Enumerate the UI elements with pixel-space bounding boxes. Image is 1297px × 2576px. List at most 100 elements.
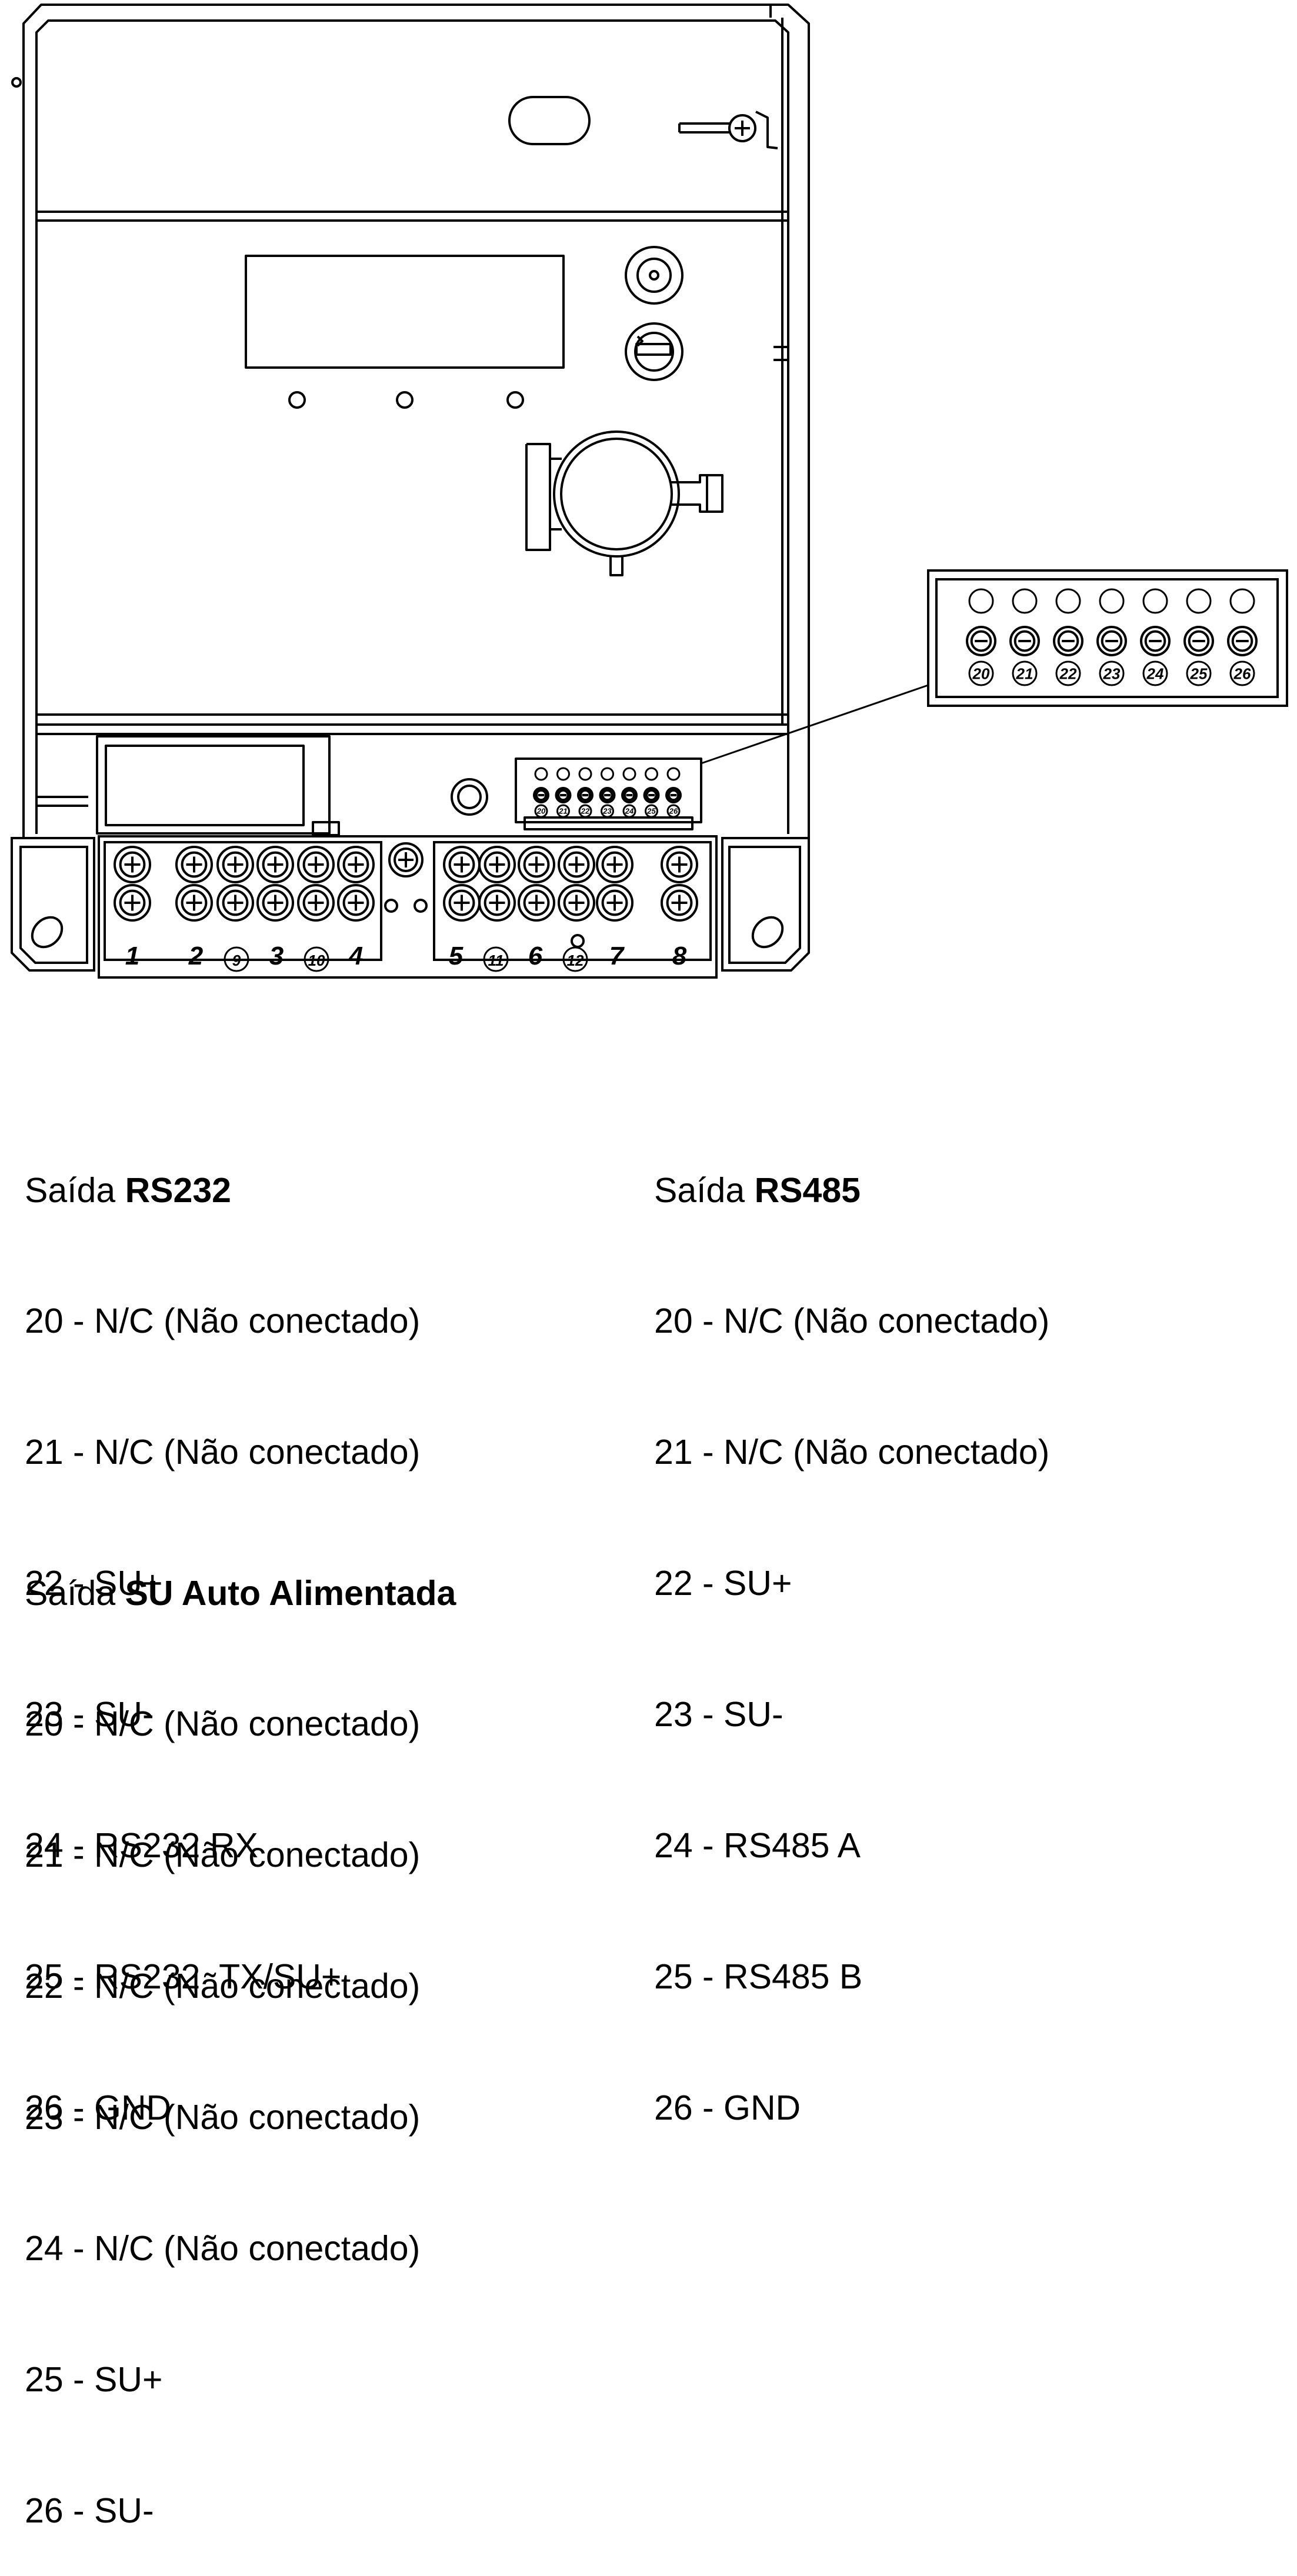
housing-inner-edge bbox=[35, 19, 789, 834]
terminal-screw-icon bbox=[256, 884, 294, 922]
corner-screw bbox=[11, 77, 22, 88]
wire-hole bbox=[622, 767, 636, 781]
terminal-number-ring bbox=[304, 946, 329, 972]
lcd-display bbox=[245, 255, 565, 369]
terminal-number: 12 bbox=[567, 952, 584, 969]
terminal-screw-icon bbox=[1053, 626, 1083, 656]
ground-screw-icon bbox=[388, 842, 424, 877]
terminal-number: 4 bbox=[348, 942, 363, 970]
wire-hole bbox=[601, 767, 614, 781]
terminal-screw-icon bbox=[555, 787, 572, 803]
optical-port bbox=[525, 431, 723, 576]
pin-line: 22 - SU+ bbox=[25, 1564, 163, 1603]
wire-hole bbox=[1012, 588, 1038, 614]
terminal-number-ring bbox=[224, 946, 249, 972]
terminal-screw-icon bbox=[114, 846, 151, 883]
pin-line: 22 - SU+ bbox=[654, 1564, 792, 1603]
terminal-number-ring bbox=[1099, 660, 1125, 686]
seal-screw-icon bbox=[678, 111, 778, 149]
wire-hole bbox=[666, 767, 681, 781]
terminal-number-ring bbox=[1229, 660, 1255, 686]
terminal-number-ring bbox=[578, 804, 592, 818]
pin-line: 25 - SU+ bbox=[25, 2360, 163, 2399]
terminal-screw-icon bbox=[1140, 626, 1171, 656]
pin-line: 20 - N/C (Não conectado) bbox=[25, 1302, 421, 1341]
terminal-screw-icon bbox=[533, 787, 549, 803]
terminal-screw-icon bbox=[599, 787, 616, 803]
label-plate bbox=[96, 735, 331, 835]
terminal-block bbox=[98, 835, 718, 979]
section-su-auto: Saída SU Auto Alimentada 20 - N/C (Não c… bbox=[25, 1484, 456, 2576]
terminal-number: 20 bbox=[536, 807, 546, 816]
terminal-number-ring bbox=[1012, 660, 1038, 686]
pin-line: 21 - N/C (Não conectado) bbox=[654, 1433, 1050, 1472]
terminal-screw-icon bbox=[1009, 626, 1040, 656]
wire-hole bbox=[1142, 588, 1168, 614]
terminal-number: 2 bbox=[188, 942, 204, 970]
terminal-number: 10 bbox=[308, 952, 325, 969]
meter-housing bbox=[22, 4, 810, 838]
terminal-screw-icon bbox=[216, 846, 254, 883]
terminal-number-ring bbox=[601, 804, 614, 818]
terminal-screw-icon bbox=[577, 787, 594, 803]
terminal-screw-icon bbox=[596, 846, 634, 883]
terminal-screw-icon bbox=[443, 846, 481, 883]
terminal-number: 5 bbox=[449, 942, 464, 970]
terminal-number-ring bbox=[1142, 660, 1168, 686]
button-scroll-icon bbox=[625, 246, 683, 305]
pin-line: 24 - RS485 A bbox=[654, 1826, 861, 1866]
terminal-number: 25 bbox=[1190, 665, 1208, 682]
terminal-number: 23 bbox=[602, 807, 612, 816]
button-reset-icon bbox=[625, 322, 683, 381]
terminal-screw-icon bbox=[443, 884, 481, 922]
wire-hole bbox=[645, 767, 658, 781]
terminal-number: 22 bbox=[1059, 665, 1077, 682]
terminal-number: 23 bbox=[1103, 665, 1121, 682]
terminal-screw-icon bbox=[661, 884, 698, 922]
wire-hole bbox=[1099, 588, 1125, 614]
terminal-number-ring bbox=[556, 804, 570, 818]
wire-hole bbox=[968, 588, 994, 614]
wire-hole bbox=[534, 767, 548, 781]
led-indicator bbox=[396, 391, 414, 409]
terminal-number: 21 bbox=[1016, 665, 1033, 682]
pin-line: 23 - N/C (Não conectado) bbox=[25, 2098, 421, 2137]
pin-line: 22 - N/C (Não conectado) bbox=[25, 1967, 421, 2006]
pin-line: 23 - SU- bbox=[25, 1695, 154, 1734]
section-heading: Saída SU Auto Alimentada bbox=[25, 1573, 456, 1613]
pin-line: 24 - N/C (Não conectado) bbox=[25, 2229, 421, 2268]
terminal-screw-icon bbox=[643, 787, 660, 803]
terminal-number: 26 bbox=[1233, 665, 1251, 682]
terminal-number: 24 bbox=[1146, 665, 1164, 682]
terminal-screw-icon bbox=[596, 884, 634, 922]
terminal-number-ring bbox=[1186, 660, 1212, 686]
terminal-number: 6 bbox=[528, 942, 543, 970]
terminal-number-ring bbox=[968, 660, 994, 686]
terminal-screw-icon bbox=[337, 884, 375, 922]
cover-window bbox=[508, 96, 591, 145]
terminal-screw-icon bbox=[216, 884, 254, 922]
pin-line: 20 - N/C (Não conectado) bbox=[25, 1704, 421, 1744]
section-heading: Saída RS232 bbox=[25, 1170, 231, 1210]
terminal-screw-icon bbox=[297, 884, 335, 922]
wire-hole bbox=[1229, 588, 1255, 614]
section-heading: Saída RS485 bbox=[654, 1170, 861, 1210]
terminal-screw-icon bbox=[518, 846, 555, 883]
terminal-screw-icon bbox=[558, 884, 595, 922]
pin-line: 26 - SU- bbox=[25, 2491, 154, 2530]
terminal-number: 26 bbox=[669, 807, 678, 816]
terminal-screw-icon bbox=[621, 787, 638, 803]
terminal-number-ring bbox=[666, 804, 681, 818]
section-rs485: Saída RS485 20 - N/C (Não conectado) 21 … bbox=[654, 1081, 1049, 2173]
reset-button-icon bbox=[451, 778, 488, 816]
terminal-screw-icon bbox=[175, 884, 213, 922]
terminal-number-ring bbox=[622, 804, 636, 818]
terminal-number: 22 bbox=[581, 807, 590, 816]
wire-hole bbox=[1055, 588, 1081, 614]
terminal-screw-icon bbox=[558, 846, 595, 883]
terminal-number: 9 bbox=[232, 952, 241, 969]
terminal-screw-icon bbox=[518, 884, 555, 922]
